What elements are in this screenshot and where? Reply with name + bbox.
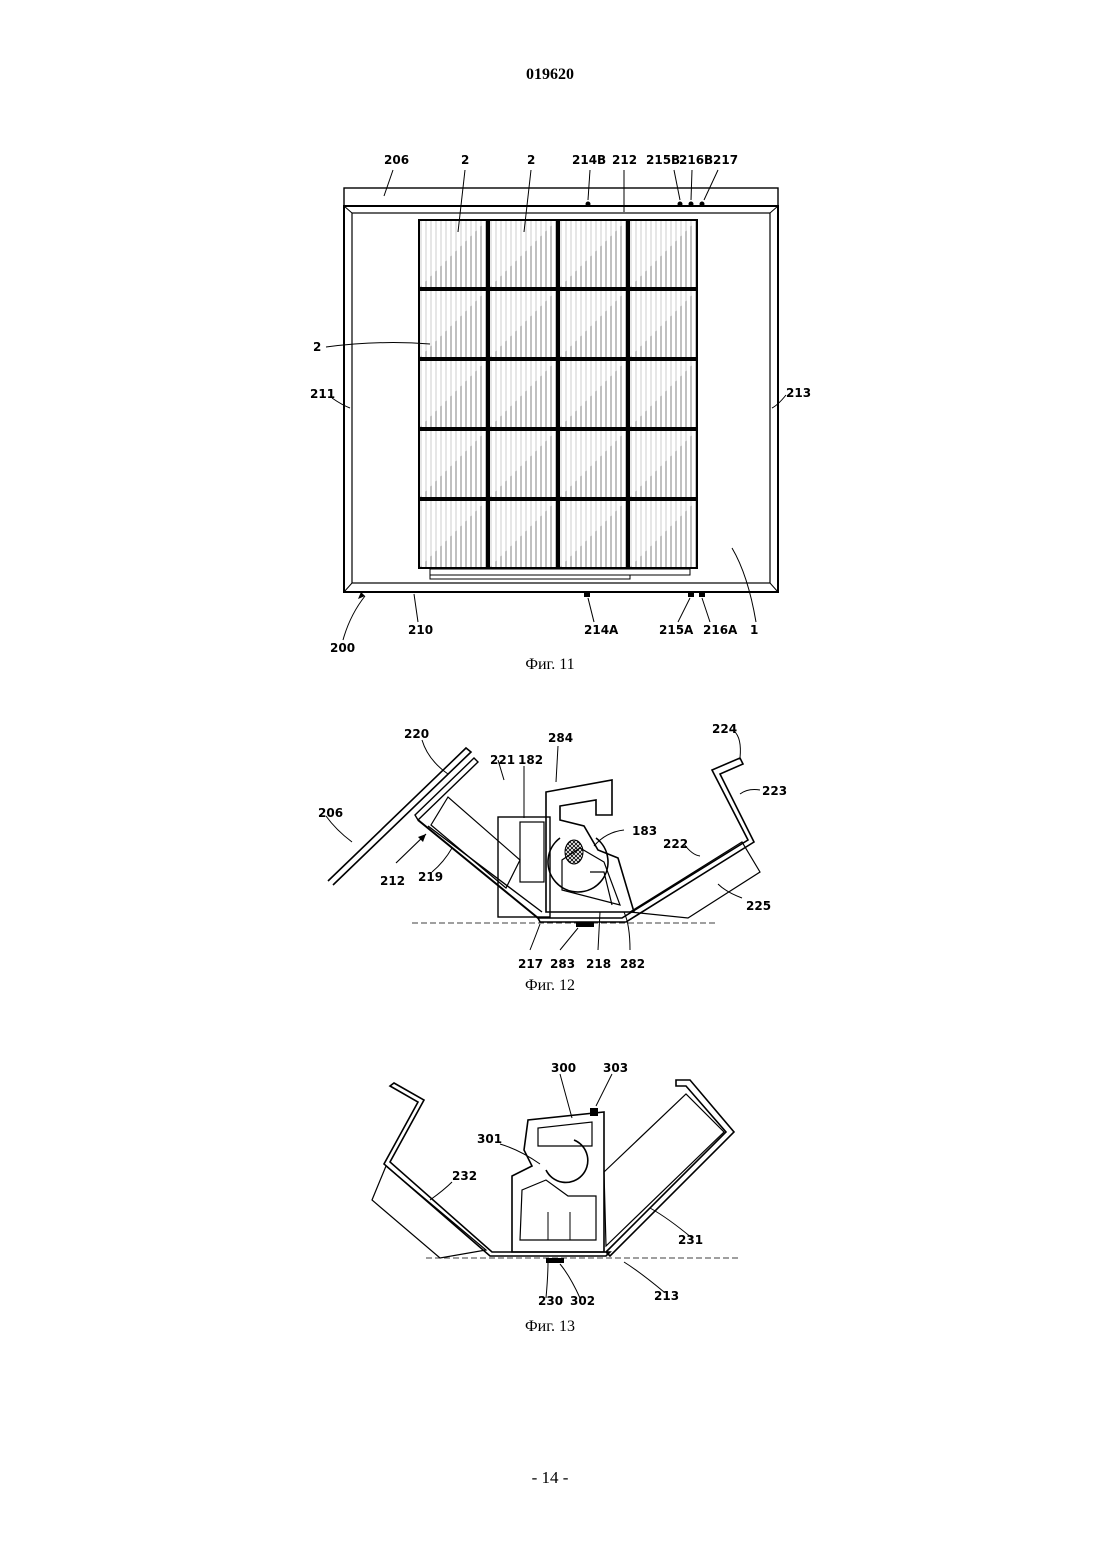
solar-panel [489,220,557,288]
solar-panel [559,500,627,568]
label-2: 2 [461,153,469,167]
solar-panel [489,290,557,358]
solar-panel [419,360,487,428]
connector-216A [699,591,705,597]
label-224: 224 [712,722,737,736]
label-303: 303 [603,1061,628,1075]
label-220: 220 [404,727,429,741]
label-231: 231 [678,1233,703,1247]
connector-216B [689,202,694,207]
solar-panel [629,430,697,498]
connector-214B [586,202,591,207]
label-221: 221 [490,753,515,767]
label-212: 212 [380,874,405,888]
arm-222 [538,758,754,922]
label-232: 232 [452,1169,477,1183]
solar-panel [419,290,487,358]
label-302: 302 [570,1294,595,1308]
label-301: 301 [477,1132,502,1146]
solar-panel [559,360,627,428]
label-215A: 215A [659,623,694,637]
solar-panel [629,500,697,568]
label-213: 213 [654,1289,679,1303]
arm-231 [606,1080,734,1256]
connector-215A [688,591,694,597]
solar-panel [419,500,487,568]
figure-13: 300 303 301 232 231 230 302 213 [372,1061,740,1308]
label-1: 1 [750,623,758,637]
bolt-283 [576,922,594,927]
label-214A: 214A [584,623,619,637]
label-215B: 215B [646,153,680,167]
label-282: 282 [620,957,645,971]
solar-panel [489,360,557,428]
connector-217 [700,202,705,207]
solar-panel [559,220,627,288]
label-284: 284 [548,731,573,745]
connector-214A [584,591,590,597]
label-183: 183 [632,824,657,838]
block-182 [498,817,550,917]
label-219: 219 [418,870,443,884]
solar-panel-grid [419,220,697,568]
clamp-284 [546,780,634,912]
label-283: 283 [550,957,575,971]
label-214B: 214B [572,153,606,167]
label-216B: 216B [679,153,713,167]
label-206: 206 [318,806,343,820]
label-200: 200 [330,641,355,655]
label-225: 225 [746,899,771,913]
solar-panel [629,360,697,428]
page-number: - 14 - [0,1468,1100,1488]
label-216A: 216A [703,623,738,637]
figure-12-caption: Фиг. 12 [0,977,1100,995]
label-206: 206 [384,153,409,167]
label-182: 182 [518,753,543,767]
label-213: 213 [786,386,811,400]
label-210: 210 [408,623,433,637]
solar-panel [489,500,557,568]
label-217: 217 [518,957,543,971]
top-rail-206 [344,188,778,206]
solar-panel [559,290,627,358]
label-2: 2 [313,340,321,354]
clamp-300 [512,1112,604,1252]
label-230: 230 [538,1294,563,1308]
solar-panel [419,220,487,288]
bolt-302 [546,1258,564,1263]
connector-215B [678,202,683,207]
label-211: 211 [310,387,335,401]
solar-panel [629,290,697,358]
label-300: 300 [551,1061,576,1075]
figure-12: 220 221 182 284 224 223 206 183 222 212 … [318,722,787,971]
label-2: 2 [527,153,535,167]
solar-panel [419,430,487,498]
bolt-303 [590,1108,598,1116]
solar-panel [629,220,697,288]
figure-11-caption: Фиг. 11 [0,656,1100,674]
arm-232 [384,1083,610,1256]
figure-11: 206 2 2 214B 212 215B 216B 217 2 211 213… [310,153,811,655]
figure-13-caption: Фиг. 13 [0,1318,1100,1336]
label-212: 212 [612,153,637,167]
glass-pane-206 [328,748,471,885]
label-218: 218 [586,957,611,971]
solar-panel [559,430,627,498]
solar-panel [489,430,557,498]
label-222: 222 [663,837,688,851]
label-217: 217 [713,153,738,167]
label-223: 223 [762,784,787,798]
